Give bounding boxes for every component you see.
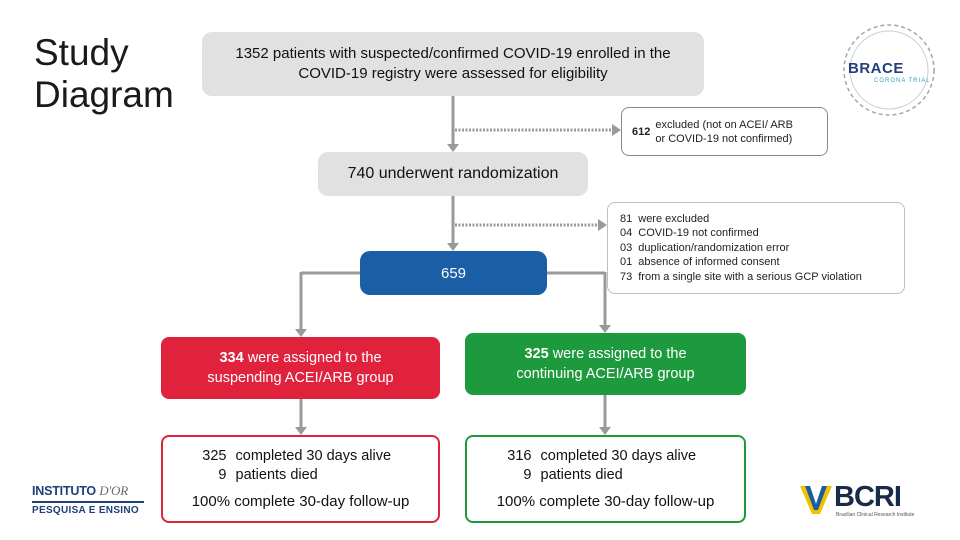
suspending-group-text: 334 were assigned to the suspending ACEI… <box>207 348 393 388</box>
arrowhead-659 <box>447 243 459 251</box>
arrowhead-exclusion-2 <box>598 219 607 231</box>
analyzed-count: 659 <box>440 264 467 282</box>
exclusion-reason: 04 COVID-19 not confirmed <box>620 226 862 241</box>
instituto-line-1: INSTITUTO D'OR <box>32 483 144 499</box>
brace-logo: BRACE CORONA TRIAL <box>834 18 944 122</box>
continuing-died-count: 9 <box>523 467 532 483</box>
exclusion-1-count: 612 <box>632 125 651 138</box>
arrowhead-randomization <box>447 144 459 152</box>
brace-sub-1: CORONA <box>874 78 907 84</box>
bcri-sub: Brazilian Clinical Research Institute <box>836 512 915 518</box>
brace-sub: CORONA TRIAL <box>874 78 931 84</box>
continuing-group-box: 325 were assigned to the continuing ACEI… <box>465 333 746 395</box>
randomization-text: 740 underwent randomization <box>347 165 559 182</box>
enrollment-text: 1352 patients with suspected/confirmed C… <box>235 45 671 82</box>
continuing-followup: 100% complete 30-day follow-up <box>496 493 715 510</box>
brace-gear-icon <box>843 24 935 116</box>
exclusion-reason: 03 duplication/randomization error <box>620 241 862 256</box>
arrowhead-continuing <box>599 325 611 333</box>
exclusion-2-count: 81 <box>620 212 633 225</box>
exclusion-reason: 73 from a single site with a serious GCP … <box>620 270 862 285</box>
exclusion-1-line-2: or COVID-19 not confirmed) <box>655 132 793 145</box>
suspending-line-1: were assigned to the <box>247 350 382 366</box>
exclusion-1-text: excluded (not on ACEI/ ARB or COVID-19 n… <box>655 118 793 146</box>
reason-text: COVID-19 not confirmed <box>638 227 759 240</box>
arrowhead-continuing-outcome <box>599 427 611 435</box>
arrowhead-exclusion-1 <box>612 124 621 136</box>
instituto-word: INSTITUTO <box>32 484 96 498</box>
instituto-dor-logo: INSTITUTO D'OR PESQUISA E ENSINO <box>32 483 144 521</box>
suspending-line-2: suspending ACEI/ARB group <box>207 370 394 386</box>
exclusion-2-label: were excluded <box>638 212 710 225</box>
suspending-died-count: 9 <box>218 467 227 483</box>
reason-count: 01 <box>620 256 633 269</box>
suspending-completed: 325 completed 30 days alive <box>191 447 411 466</box>
bcri-name: BCRI <box>834 481 902 513</box>
title-line-1: Study <box>34 32 129 73</box>
exclusion-box-1: 612 excluded (not on ACEI/ ARB or COVID-… <box>621 107 828 156</box>
reason-count: 03 <box>620 241 633 254</box>
continuing-completed-text: completed 30 days alive <box>540 448 697 464</box>
continuing-line-1: were assigned to the <box>552 346 687 362</box>
exclusion-box-2: 81 were excluded 04 COVID-19 not confirme… <box>607 202 905 294</box>
suspending-died: 9 patients died <box>191 466 411 485</box>
instituto-line-2: PESQUISA E ENSINO <box>32 504 139 516</box>
arrowhead-suspending <box>295 329 307 337</box>
continuing-outcome-box: 316 completed 30 days alive 9 patients d… <box>465 435 746 523</box>
continuing-died-text: patients died <box>540 467 623 483</box>
suspending-completed-count: 325 <box>202 448 227 464</box>
continuing-line-2: continuing ACEI/ARB group <box>516 366 695 382</box>
suspending-count: 334 <box>219 350 244 366</box>
reason-text: from a single site with a serious GCP vi… <box>638 270 862 283</box>
analyzed-box: 659 <box>360 251 547 295</box>
continuing-group-text: 325 were assigned to the continuing ACEI… <box>516 344 694 384</box>
continuing-died: 9 patients died <box>496 466 716 485</box>
brace-name: BRACE <box>848 60 904 77</box>
suspending-followup: 100% complete 30-day follow-up <box>191 493 410 510</box>
reason-text: duplication/randomization error <box>638 241 790 254</box>
page-title: Study Diagram <box>34 32 174 116</box>
brace-sub-2: TRIAL <box>908 78 931 84</box>
exclusion-1-line-1: excluded (not on ACEI/ ARB <box>655 118 793 131</box>
reason-count: 73 <box>620 270 633 283</box>
suspending-outcome-box: 325 completed 30 days alive 9 patients d… <box>161 435 440 523</box>
continuing-completed: 316 completed 30 days alive <box>496 447 716 466</box>
suspending-completed-text: completed 30 days alive <box>235 448 392 464</box>
bcri-logo: BCRI Brazilian Clinical Research Institu… <box>798 482 938 522</box>
continuing-completed-count: 316 <box>507 448 532 464</box>
reason-count: 04 <box>620 227 633 240</box>
exclusion-2-table: 81 were excluded 04 COVID-19 not confirme… <box>620 212 862 285</box>
continuing-count: 325 <box>524 346 549 362</box>
instituto-divider <box>32 501 144 503</box>
enrollment-box: 1352 patients with suspected/confirmed C… <box>202 32 704 96</box>
reason-text: absence of informed consent <box>638 256 780 269</box>
suspending-group-box: 334 were assigned to the suspending ACEI… <box>161 337 440 399</box>
title-line-2: Diagram <box>34 74 174 115</box>
randomization-box: 740 underwent randomization <box>318 152 588 196</box>
exclusion-reason: 01 absence of informed consent <box>620 255 862 270</box>
dor-word: D'OR <box>99 483 128 498</box>
suspending-died-text: patients died <box>235 467 318 483</box>
bcri-shield-icon <box>800 486 832 514</box>
arrowhead-suspending-outcome <box>295 427 307 435</box>
